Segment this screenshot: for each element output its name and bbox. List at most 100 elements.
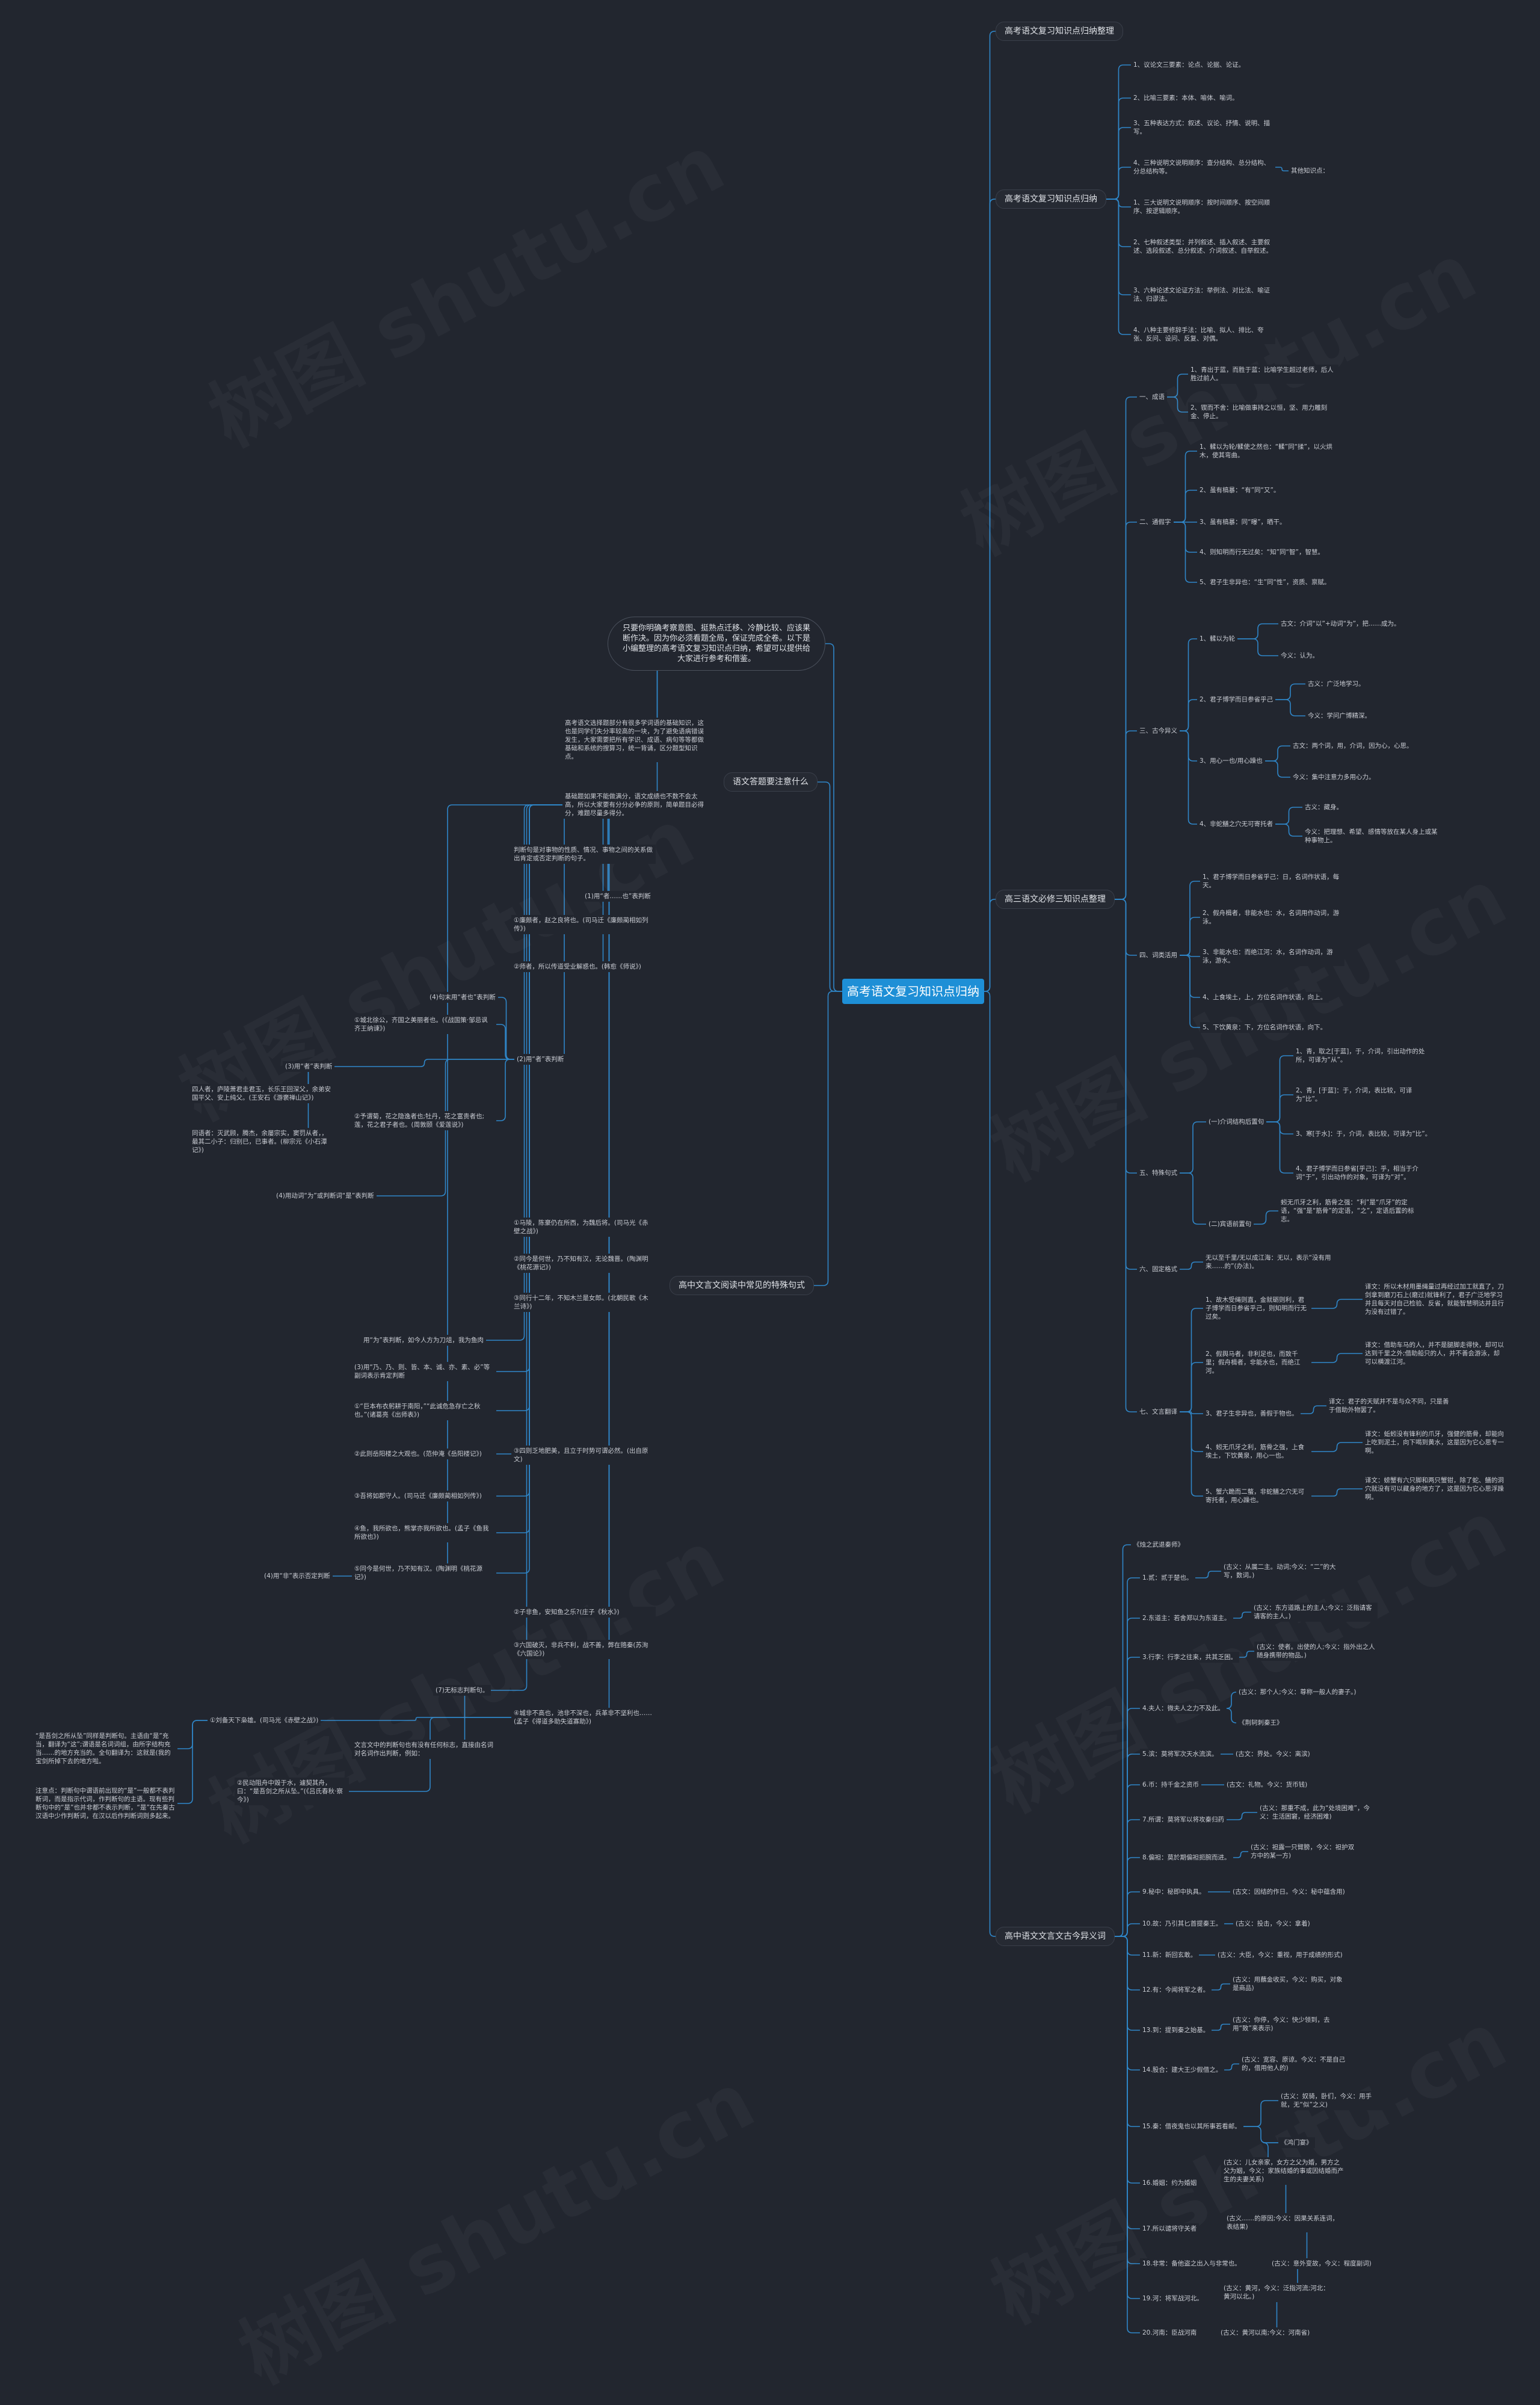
leaf-node[interactable]: 10.故：乃引其匕首提秦王。: [1140, 1918, 1225, 1929]
leaf-node[interactable]: ②此则岳阳楼之大观也。(范仲淹《岳阳楼记》): [352, 1449, 496, 1459]
leaf-node[interactable]: (2)用“者”表判断: [514, 1054, 567, 1065]
leaf-node[interactable]: (古义：投击，今义：拿着): [1233, 1918, 1313, 1929]
leaf-node[interactable]: 译文：借助车马的人，并不是腿脚走得快，却可以达到千里之外;借助船只的人，并不善会…: [1363, 1340, 1507, 1367]
leaf-node[interactable]: (古义：从属二主。动词;今义：“二”的大写，数词。): [1221, 1562, 1348, 1581]
leaf-node[interactable]: 2、虽有槁暴：“有”同“又”。: [1197, 485, 1283, 496]
leaf-node[interactable]: 四、词类活用: [1137, 950, 1180, 961]
branch-node[interactable]: 语文答题要注意什么: [724, 772, 818, 792]
leaf-node[interactable]: 7.所谓：莫将军以将攻秦归药: [1140, 1814, 1227, 1825]
leaf-node[interactable]: (古义：奴骑，卧们，今义：用手就，无“似”之义): [1278, 2091, 1387, 2110]
leaf-node[interactable]: (古义：意外变故，今义：程度副词): [1269, 2258, 1374, 2269]
leaf-node[interactable]: 16.婚姻：约为婚姻: [1140, 2178, 1200, 2188]
leaf-node[interactable]: (古文：因结的作日。今义：秘中蕴含用): [1230, 1886, 1348, 1897]
leaf-node[interactable]: 蚓无爪牙之利，筋骨之强：“利”是“爪牙”的定语，“强”是“筋骨”的定语，“之”，…: [1278, 1197, 1423, 1225]
leaf-node[interactable]: 3、虽有槁暴：同“曝”，晒干。: [1197, 517, 1289, 528]
leaf-node[interactable]: 高考语文选择题部分有很多学词语的基础知识，这也是同学们失分率较高的一块，为了避免…: [562, 718, 707, 762]
mindmap-root-node[interactable]: 高考语文复习知识点归纳: [842, 979, 984, 1004]
leaf-node[interactable]: ③六国破灭，非兵不利，战不善，弊在赂秦(苏洵《六国论》): [511, 1640, 656, 1659]
leaf-node[interactable]: 1、輮以为轮/輮使之然也：“輮”同“揉”，以火烘木，使其弯曲。: [1197, 442, 1341, 461]
leaf-node[interactable]: ②同今是何世，乃不知有汉，无论魏晋。(陶渊明《桃花源记》): [511, 1254, 656, 1273]
leaf-node[interactable]: ⑤同今是何世，乃不知有汉。(陶渊明《桃花源记》): [352, 1563, 496, 1583]
leaf-node[interactable]: 三、古今异义: [1137, 725, 1180, 736]
leaf-node[interactable]: (古义：用蘸金收买，今义：购买，对象是商品): [1230, 1974, 1351, 1994]
leaf-node[interactable]: (古义：使者。出使的人;今义：指外出之人随身携带的物品。): [1254, 1642, 1381, 1661]
leaf-node[interactable]: 《荆轲刺秦王》: [1236, 1717, 1286, 1728]
leaf-node[interactable]: 今义：集中注意力多用心力。: [1290, 772, 1378, 783]
leaf-node[interactable]: 17.所以谴将守关者: [1140, 2223, 1200, 2234]
leaf-node[interactable]: 4、君子博学而日参省[乎己]：乎，相当于介词“于”，引出动作的对象，可译为“对”…: [1293, 1163, 1438, 1183]
leaf-node[interactable]: 1、輮以为轮: [1197, 633, 1238, 644]
leaf-node[interactable]: 5、蟹六跪而二螯，非蛇鳝之穴无可寄托者，用心躁也。: [1203, 1486, 1311, 1506]
leaf-node[interactable]: ②予谓菊，花之隐逸者也;牡丹，花之富贵者也;莲，花之君子者也。(周敦颐《爱莲说》…: [352, 1111, 496, 1130]
leaf-node[interactable]: 古文：介词“以”+动词“为”，把……成为。: [1278, 618, 1403, 629]
leaf-node[interactable]: ①马陵，陈豪仍在所西，为魏后将。(司马光《赤壁之战》): [511, 1218, 656, 1237]
leaf-node[interactable]: 五、特殊句式: [1137, 1168, 1180, 1178]
leaf-node[interactable]: 古文：两个词，用，介词，因为心，心思。: [1290, 741, 1415, 751]
leaf-node[interactable]: (古义：黄河，今义：泛指河流;河北：黄河以北。): [1221, 2283, 1335, 2302]
branch-node[interactable]: 高考语文复习知识点归纳: [996, 189, 1106, 209]
leaf-node[interactable]: 11.新：新回玄敢。: [1140, 1950, 1200, 1960]
leaf-node[interactable]: (古义……的原因;今义：因果关系连词，表结果): [1224, 2213, 1344, 2232]
leaf-node[interactable]: 2、君子博学而日参省乎己: [1197, 694, 1276, 705]
leaf-node[interactable]: ②民动阻舟中毁于水，遽契其舟，曰：“是吾剑之所从坠。”(《吕氏春秋·察今》): [235, 1778, 349, 1805]
leaf-node[interactable]: 文言文中的判断句也有没有任何标志，直接由名词对名词作出判断，例如：: [352, 1740, 496, 1759]
leaf-node[interactable]: 用“为”表判断，如今人方为刀俎，我为鱼肉: [361, 1335, 486, 1346]
leaf-node[interactable]: 4、八种主要修辞手法：比喻、拟人、排比、夸张、反问、设问、反复、对偶。: [1131, 325, 1275, 344]
intro-bubble[interactable]: 只要你明确考察意图、挺熟点迁移、冷静比较、应该果断作决。因为你必须看题全局，保证…: [608, 617, 825, 671]
leaf-node[interactable]: 1、君子博学而日参省乎己：日，名词作状语，每天。: [1200, 872, 1344, 891]
leaf-node[interactable]: (古义：袒露一只臂膀，今义：袒护双方中的某一方): [1248, 1842, 1363, 1861]
leaf-node[interactable]: (古义：黄河以南;今义：河南省): [1218, 2327, 1313, 2338]
leaf-node[interactable]: 3、五种表达方式：叙述、议论、抒情、说明、描写。: [1131, 118, 1275, 137]
leaf-node[interactable]: 四人者，庐陵萧君圭君玉，长乐王回深父，余弟安国平父、安上纯父。(王安石《游褒禅山…: [189, 1084, 334, 1103]
leaf-node[interactable]: 2、假舆马者，非利足也，而致千里；假舟楫者，非能水也，而绝江河。: [1203, 1349, 1311, 1376]
leaf-node[interactable]: 3、六种论述文论证方法：举例法、对比法、喻证法、归谬法。: [1131, 285, 1275, 304]
leaf-node[interactable]: (一)介词结构后置句: [1206, 1116, 1267, 1127]
leaf-node[interactable]: 古义：藏身。: [1302, 802, 1345, 813]
leaf-node[interactable]: ③同行十二年，不知木兰是女郎。(北朝民歌《木兰诗》): [511, 1293, 656, 1312]
branch-node[interactable]: 高中语文文言文古今异义词: [996, 1927, 1115, 1946]
leaf-node[interactable]: (7)无标志判断句。: [433, 1685, 491, 1696]
leaf-node[interactable]: 一、成语: [1137, 392, 1167, 402]
leaf-node[interactable]: 无以至千里/无以成江海：无以，表示“没有用来……的”(办法)。: [1203, 1252, 1348, 1272]
branch-node[interactable]: 高考语文复习知识点归纳整理: [996, 22, 1123, 41]
leaf-node[interactable]: (二)宾语前置句: [1206, 1219, 1254, 1230]
leaf-node[interactable]: ②子非鱼，安知鱼之乐?(庄子《秋水》): [511, 1607, 656, 1618]
leaf-node[interactable]: (4)句末用“者也”表判断: [427, 992, 498, 1003]
leaf-node[interactable]: (3)用“者”表判断: [283, 1061, 335, 1072]
leaf-node[interactable]: 今义：学问广博精深。: [1305, 710, 1373, 721]
leaf-node[interactable]: 译文：蚯蚓没有锋利的爪牙，强健的筋骨，却能向上吃到泥土，向下喝到黄水，这是因为它…: [1363, 1429, 1507, 1456]
leaf-node[interactable]: 1、议论文三要素：论点、论据、论证。: [1131, 60, 1248, 70]
leaf-node[interactable]: 1、青，取之[于蓝]，于，介词，引出动作的处所，可译为“从”。: [1293, 1046, 1438, 1065]
leaf-node[interactable]: 判断句是对事物的性质、情况、事物之间的关系做出肯定或否定判断的句子。: [511, 845, 656, 864]
leaf-node[interactable]: 1、青出于蓝，而胜于蓝：比喻学生超过老师，后人胜过前人。: [1188, 365, 1338, 384]
leaf-node[interactable]: 基础题如果不能做满分，语文成绩也不数不会太高，所以大家要有分分必争的原则，简单题…: [562, 791, 707, 819]
leaf-node[interactable]: 6.币：持千金之资币: [1140, 1779, 1202, 1790]
leaf-node[interactable]: ①城北徐公，齐国之美丽者也。(《战国策·邹忌讽齐王纳谏》): [352, 1015, 496, 1034]
leaf-node[interactable]: ③吾将如郡守人。(司马迁《廉颇蔺相如列传》): [352, 1491, 496, 1501]
leaf-node[interactable]: 5、下饮黄泉：下，方位名词作状语，向下。: [1200, 1022, 1329, 1033]
leaf-node[interactable]: 4、蚓无爪牙之利，筋骨之强，上食埃土，下饮黄泉，用心一也。: [1203, 1442, 1311, 1461]
branch-node[interactable]: 高中文言文阅读中常见的特殊句式: [670, 1276, 814, 1295]
leaf-node[interactable]: 4、上食埃土，上，方位名词作状语，向上。: [1200, 992, 1329, 1003]
leaf-node[interactable]: “是吾剑之所从坠”同样是判断句。主语由“是”充当，翻译为“这”;谓语是名词词组，…: [33, 1731, 177, 1767]
leaf-node[interactable]: (古义：大臣，今义：重视，用于成绩的形式): [1215, 1950, 1345, 1960]
leaf-node[interactable]: (古文：界处。今义：离滨): [1233, 1749, 1313, 1760]
leaf-node[interactable]: 今义：认为。: [1278, 650, 1321, 661]
leaf-node[interactable]: (古义：东方道路上的主人;今义：泛指请客请客的主人。): [1251, 1603, 1378, 1622]
leaf-node[interactable]: 2、比喻三要素：本体、喻体、喻词。: [1131, 93, 1241, 103]
leaf-node[interactable]: 注意点：判断句中谓语前出现的“是”一般都不表判断词，而是指示代词，作判断句的主语…: [33, 1785, 177, 1821]
leaf-node[interactable]: ③四则乏地肥美，且立于时势可谓必然。(出自原文): [511, 1446, 656, 1465]
leaf-node[interactable]: ②师者，所以传道受业解惑也。(韩愈《师说》): [511, 961, 644, 972]
leaf-node[interactable]: 5.滨：莫将军次天水流滨。: [1140, 1749, 1221, 1760]
leaf-node[interactable]: (古义：宽容、原谅。今义：不是自己的，借用他人的): [1239, 2054, 1360, 2074]
leaf-node[interactable]: 12.有：今闻将军之者。: [1140, 1985, 1212, 1995]
branch-node[interactable]: 高三语文必修三知识点整理: [996, 890, 1115, 909]
leaf-node[interactable]: 3、君子生非异也，善假于物也。: [1203, 1408, 1301, 1419]
leaf-node[interactable]: 1.贰：贰于楚也。: [1140, 1572, 1195, 1583]
leaf-node[interactable]: 今义：把理想、希望、感情等放在某人身上或某种事物上。: [1302, 827, 1444, 846]
leaf-node[interactable]: 19.河：将军战河北。: [1140, 2293, 1206, 2304]
leaf-node[interactable]: 2.东道主：若舍郑以为东道主。: [1140, 1613, 1233, 1624]
leaf-node[interactable]: 3、用心一也/用心躁也: [1197, 756, 1265, 766]
leaf-node[interactable]: (4)用动词“为”或判断词“是”表判断: [274, 1190, 377, 1201]
leaf-node[interactable]: 3.行李：行李之往来，共其乏困。: [1140, 1652, 1240, 1663]
